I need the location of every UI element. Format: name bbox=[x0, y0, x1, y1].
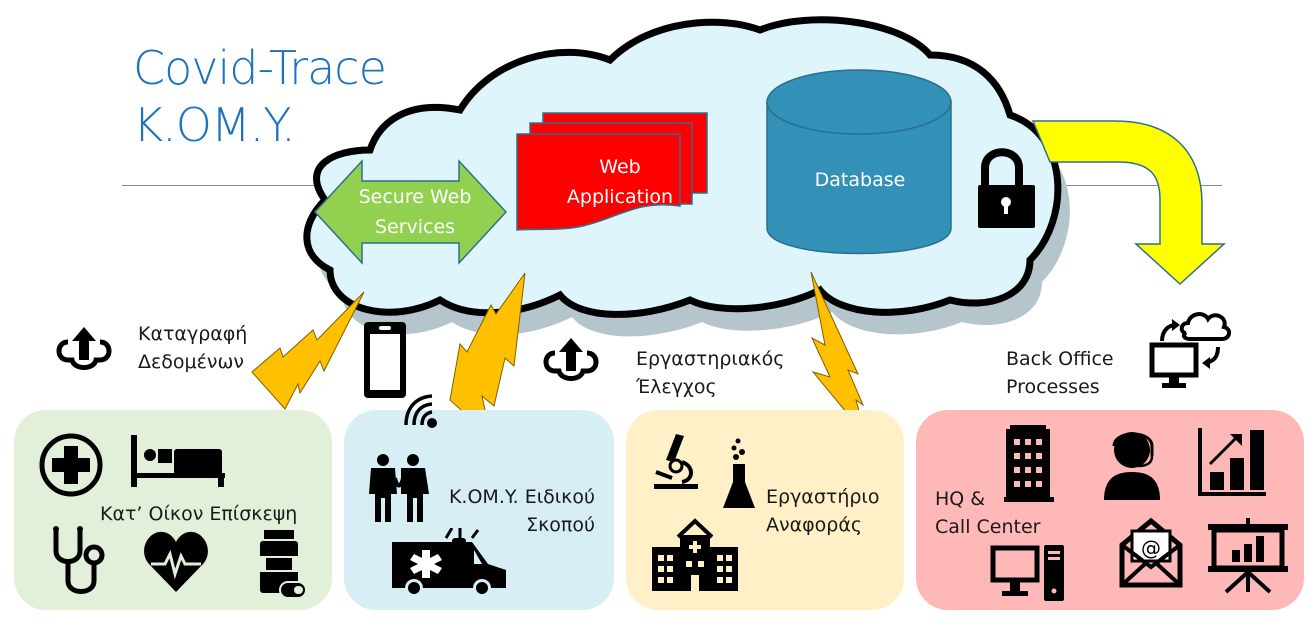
back-office-line-1: Back Office bbox=[1006, 348, 1114, 370]
growth-chart-icon bbox=[1198, 428, 1266, 496]
title-line-1: Covid-Trace bbox=[133, 41, 387, 95]
lab-test-line-2: Έλεγχος bbox=[636, 376, 717, 398]
flask-icon bbox=[723, 438, 755, 508]
back-office-line-2: Processes bbox=[1006, 376, 1100, 398]
komy-line-2: Σκοπού bbox=[526, 514, 595, 536]
wifi-signal-icon bbox=[404, 394, 437, 428]
komy-label: K.OM.Y. Ειδικού Σκοπού bbox=[435, 483, 595, 539]
smartphone-icon bbox=[364, 322, 406, 398]
svg-text:@: @ bbox=[1141, 536, 1161, 560]
web-services-line-2: Services bbox=[374, 216, 456, 238]
data-capture-label: Καταγραφή Δεδομένων bbox=[138, 320, 247, 376]
patient-bed-icon bbox=[131, 435, 225, 487]
web-services-arrow bbox=[313, 159, 508, 265]
home-visit-label: Κατ’ Οίκον Επίσκεψη bbox=[100, 503, 298, 525]
web-services-line-1: Secure Web bbox=[358, 186, 472, 208]
lock-icon bbox=[978, 148, 1035, 228]
hospital-icon bbox=[652, 518, 738, 591]
people-icon bbox=[369, 454, 429, 522]
medical-cross-icon bbox=[39, 433, 103, 497]
hq-line-2: Call Center bbox=[935, 516, 1041, 538]
lab-test-label: Εργαστηριακός Έλεγχος bbox=[636, 345, 784, 401]
title-line-2: K.OM.Y. bbox=[133, 98, 296, 152]
web-app-line-2: Application bbox=[566, 186, 674, 208]
lab-label: Εργαστήριο Αναφοράς bbox=[766, 483, 879, 539]
flow-arrow bbox=[1031, 120, 1226, 286]
heartbeat-icon bbox=[144, 531, 208, 592]
web-app-documents bbox=[516, 112, 708, 231]
web-app-line-1: Web bbox=[599, 156, 641, 178]
ambulance-icon bbox=[392, 528, 506, 597]
hq-line-1: HQ & bbox=[935, 488, 986, 510]
call-center-agent-icon bbox=[1104, 432, 1160, 500]
presentation-icon bbox=[1208, 518, 1288, 594]
medicine-bottle-icon bbox=[260, 530, 307, 599]
cloud-upload-icon bbox=[56, 327, 112, 370]
lab-line-1: Εργαστήριο bbox=[766, 486, 880, 508]
cloud-sync-computer-icon bbox=[1149, 312, 1231, 388]
lab-line-2: Αναφοράς bbox=[766, 514, 863, 536]
stethoscope-icon bbox=[53, 526, 105, 594]
lab-test-line-1: Εργαστηριακός bbox=[636, 348, 785, 370]
hq-label: HQ & Call Center bbox=[935, 485, 1040, 541]
email-icon: @ bbox=[1119, 517, 1183, 588]
komy-line-1: K.OM.Y. Ειδικού bbox=[448, 486, 595, 508]
back-office-label: Back Office Processes bbox=[1006, 345, 1114, 401]
office-building-icon bbox=[1004, 425, 1054, 502]
microscope-icon bbox=[654, 434, 698, 489]
lightning-bolt-1 bbox=[251, 291, 365, 410]
data-capture-line-1: Καταγραφή bbox=[138, 323, 248, 345]
panel-hq bbox=[916, 410, 1304, 610]
data-capture-line-2: Δεδομένων bbox=[138, 351, 245, 373]
database-label: Database bbox=[814, 169, 906, 191]
web-app-label: Web Application bbox=[540, 152, 700, 212]
diagram-title: Covid-Trace K.OM.Y. bbox=[133, 40, 387, 154]
cloud-upload-icon-2 bbox=[543, 338, 599, 381]
database-cylinder bbox=[766, 69, 952, 255]
desktop-computer-icon bbox=[990, 545, 1064, 601]
web-services-label: Secure Web Services bbox=[345, 182, 485, 242]
